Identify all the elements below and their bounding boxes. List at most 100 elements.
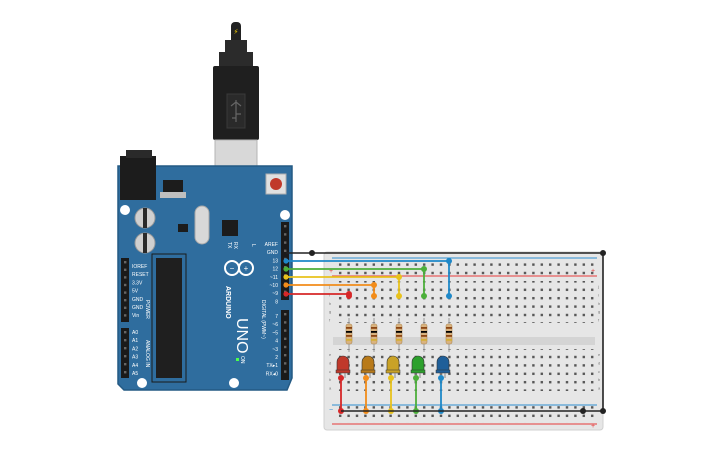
power-pin-label-4: GND — [132, 297, 144, 303]
power-rail-top-holes — [335, 259, 595, 276]
model-label: UNO — [233, 318, 250, 354]
header-pin — [124, 276, 127, 279]
header-pin — [284, 354, 287, 357]
analog-pin-label-4: A4 — [132, 363, 138, 369]
power-jack — [120, 156, 156, 200]
wire-endpoint — [396, 293, 402, 299]
resistor-band — [446, 339, 452, 341]
row-letter-right: d — [598, 360, 600, 365]
led — [336, 355, 350, 373]
analog-header — [121, 328, 129, 378]
row-letter-left: j — [328, 284, 330, 289]
row-letter-left: f — [329, 318, 331, 323]
resistor-band — [446, 335, 452, 337]
wire-endpoint — [283, 266, 289, 272]
row-letter-left: h — [329, 301, 331, 306]
wire-endpoint — [446, 293, 452, 299]
led — [361, 355, 375, 373]
analog-label: ANALOG IN — [144, 340, 150, 368]
bottom-pin-label-4: ~3 — [272, 347, 278, 353]
row-letter-right: i — [598, 292, 599, 297]
brand-label: ARDUINO — [224, 286, 231, 319]
top-pin-label-7: 8 — [275, 299, 278, 305]
header-pin — [124, 306, 127, 309]
header-pin — [124, 371, 127, 374]
analog-pin-label-1: A1 — [132, 338, 138, 344]
analog-pin-label-2: A2 — [132, 346, 138, 352]
header-pin — [284, 241, 287, 244]
top-pin-label-6: ~9 — [272, 291, 278, 297]
terminal-strip-bottom-holes — [335, 349, 595, 391]
resistor-band — [396, 331, 402, 333]
led — [436, 355, 450, 373]
row-letter-right: f — [598, 318, 600, 323]
resistor-band — [346, 331, 352, 333]
header-pin — [124, 261, 127, 264]
header-pin — [124, 347, 127, 350]
arduino-uno-board: − + ARDUINO UNO DIGITAL (PWM~) ANALOG IN… — [117, 150, 293, 391]
wire-endpoint — [371, 293, 377, 299]
arduino-logo: − + — [224, 260, 254, 276]
usb-cable-cord — [231, 22, 241, 44]
row-letter-right: a — [598, 386, 601, 391]
usb-icon — [230, 100, 242, 122]
header-pin — [124, 331, 127, 334]
header-pin — [124, 339, 127, 342]
wire-endpoint — [421, 293, 427, 299]
header-pin — [284, 362, 287, 365]
row-letter-right: b — [598, 377, 601, 382]
analog-pin-label-0: A0 — [132, 330, 138, 336]
power-pin-label-1: RESET — [132, 272, 149, 278]
header-pin — [124, 363, 127, 366]
wire-endpoint — [283, 274, 289, 280]
wire-endpoint — [283, 258, 289, 264]
row-letter-right: c — [598, 369, 600, 374]
led — [386, 355, 400, 373]
bottom-pin-label-2: ~5 — [272, 330, 278, 336]
header-pin — [284, 225, 287, 228]
bottom-pin-label-7: RX◂0 — [266, 371, 278, 377]
plus-bottom-right: + — [591, 423, 595, 430]
top-pin-label-2: 13 — [272, 258, 278, 264]
row-letter-left: d — [329, 360, 331, 365]
resistor-band — [346, 335, 352, 337]
header-pin — [284, 233, 287, 236]
power-pin-label-3: 5V — [132, 289, 139, 295]
row-letter-left: a — [329, 386, 332, 391]
led-base — [435, 369, 451, 374]
header-pin — [284, 329, 287, 332]
resistor-band — [421, 335, 427, 337]
header-pin — [124, 283, 127, 287]
terminal-strip-top-holes — [335, 281, 595, 323]
l-led-label: L — [250, 244, 256, 247]
power-rail-bottom-holes — [335, 406, 595, 423]
power-pin-label-5: GND — [132, 305, 144, 311]
bottom-pin-label-5: 2 — [275, 355, 278, 361]
resistor-band — [446, 331, 452, 333]
svg-text:+: + — [244, 264, 249, 273]
top-pin-label-1: GND — [267, 250, 279, 256]
bottom-pin-label-3: 4 — [275, 339, 278, 345]
power-pin-label-2: 3.3V — [132, 280, 143, 286]
lightning-icon: ⚡ — [234, 28, 239, 36]
resistor-band — [446, 327, 452, 329]
resistor-band — [371, 335, 377, 337]
plus-top-left: + — [329, 268, 333, 275]
resistor-band — [396, 335, 402, 337]
row-letter-left: b — [329, 377, 332, 382]
rx-label: RX — [232, 242, 238, 250]
row-letter-left: e — [329, 352, 332, 357]
analog-pin-label-5: A5 — [132, 371, 138, 377]
atmega-chip — [156, 258, 182, 378]
on-label: ON — [239, 356, 245, 364]
analog-pin-label-3: A3 — [132, 355, 138, 361]
header-pin — [124, 291, 127, 294]
bottom-pin-label-6: TX▸1 — [266, 363, 278, 369]
resistor-band — [421, 327, 427, 329]
header-pin — [124, 299, 127, 302]
header-pin — [284, 345, 287, 349]
header-pin — [124, 268, 127, 271]
resistor-band — [371, 339, 377, 341]
led — [411, 355, 425, 373]
